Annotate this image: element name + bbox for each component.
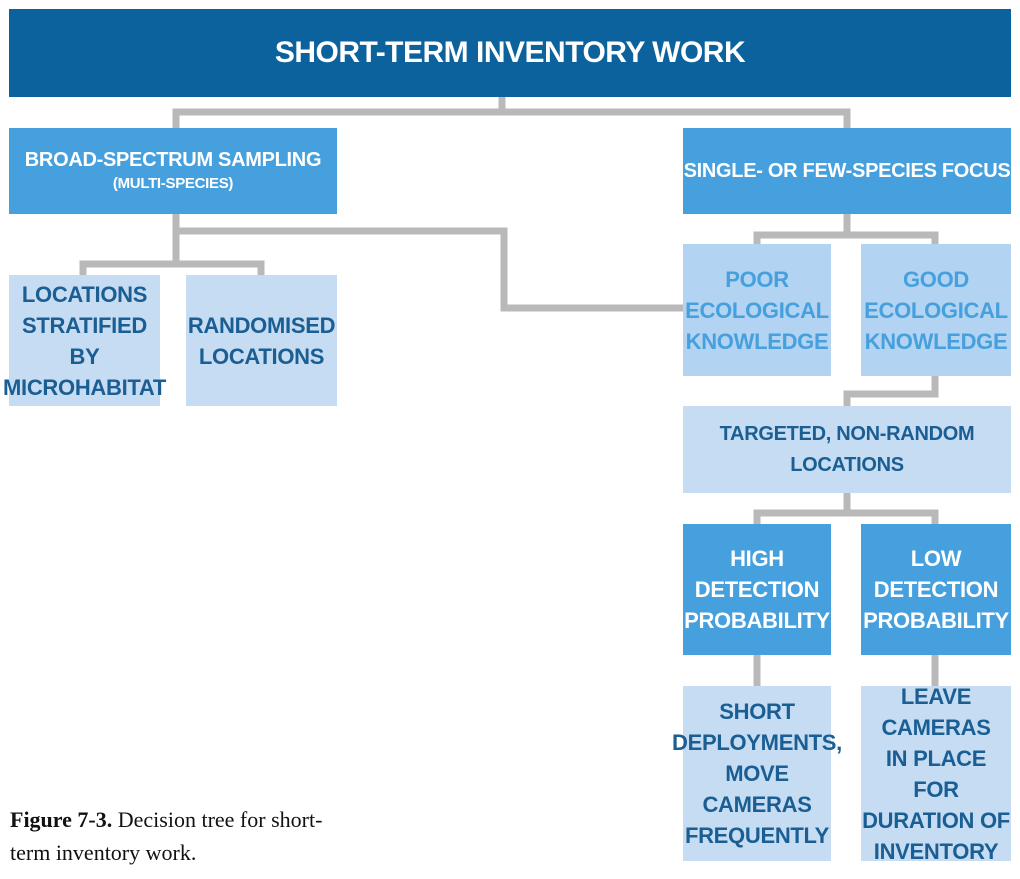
stratified-line-1: LOCATIONS — [21, 281, 148, 307]
targeted-locations-box: TARGETED, NON-RANDOM LOCATIONS — [683, 406, 1011, 493]
figure-caption: Figure 7-3. Decision tree for short-term… — [10, 803, 350, 869]
poor-knowledge-box: POOR ECOLOGICAL KNOWLEDGE — [683, 244, 831, 376]
connector-good-targeted — [843, 376, 939, 406]
good-line-3: KNOWLEDGE — [864, 328, 1008, 354]
leave-line-2: IN PLACE FOR — [885, 745, 987, 802]
low-line-1: LOW — [910, 546, 962, 571]
title-box: SHORT-TERM INVENTORY WORK — [9, 9, 1011, 97]
high-line-3: PROBABILITY — [684, 608, 830, 633]
page-title: SHORT-TERM INVENTORY WORK — [274, 36, 746, 69]
leave-line-3: DURATION OF — [862, 807, 1010, 833]
broad-spectrum-box: BROAD-SPECTRUM SAMPLING (MULTI-SPECIES) — [9, 128, 337, 214]
leave-cameras-box: LEAVE CAMERAS IN PLACE FOR DURATION OF I… — [861, 684, 1011, 864]
leave-line-4: INVENTORY — [873, 838, 999, 864]
connector-targeted-detection — [753, 493, 939, 524]
stratified-line-2: STRATIFIED BY — [22, 312, 147, 369]
randomised-line-1: RANDOMISED — [187, 312, 336, 338]
short-deployments-box: SHORT DEPLOYMENTS, MOVE CAMERAS FREQUENT… — [672, 686, 842, 861]
short-line-4: FREQUENTLY — [684, 823, 830, 848]
targeted-label: TARGETED, NON-RANDOM LOCATIONS — [719, 422, 975, 476]
leave-line-1: LEAVE CAMERAS — [881, 683, 991, 740]
randomised-line-2: LOCATIONS — [198, 343, 325, 369]
high-line-1: HIGH — [730, 546, 784, 571]
low-line-3: PROBABILITY — [863, 608, 1009, 633]
stratified-line-3: MICROHABITAT — [3, 374, 167, 400]
low-line-2: DETECTION — [873, 577, 999, 602]
stratified-locations-box: LOCATIONS STRATIFIED BY MICROHABITAT — [3, 275, 166, 406]
poor-line-3: KNOWLEDGE — [685, 328, 829, 354]
figure-caption-text: Decision tree for short-term inventory w… — [10, 807, 323, 865]
figure-label: Figure 7-3. — [10, 807, 113, 832]
connector-broad-children — [79, 214, 265, 275]
randomised-locations-box: RANDOMISED LOCATIONS — [186, 275, 337, 406]
short-line-2: DEPLOYMENTS, — [672, 730, 842, 755]
good-line-2: ECOLOGICAL — [864, 297, 1008, 323]
broad-spectrum-label: BROAD-SPECTRUM SAMPLING — [24, 149, 322, 171]
single-species-label: SINGLE- OR FEW-SPECIES FOCUS — [683, 159, 1011, 182]
single-species-box: SINGLE- OR FEW-SPECIES FOCUS — [683, 128, 1011, 214]
good-knowledge-box: GOOD ECOLOGICAL KNOWLEDGE — [861, 244, 1011, 376]
short-line-1: SHORT — [719, 699, 795, 724]
short-line-3: MOVE CAMERAS — [702, 761, 812, 817]
high-line-2: DETECTION — [694, 577, 820, 602]
low-detection-box: LOW DETECTION PROBABILITY — [861, 524, 1011, 655]
broad-spectrum-sublabel: (MULTI-SPECIES) — [112, 175, 234, 192]
high-detection-box: HIGH DETECTION PROBABILITY — [683, 524, 831, 655]
connector-broad-to-poor — [176, 227, 683, 312]
poor-line-1: POOR — [725, 266, 789, 292]
connector-title-branches — [172, 97, 851, 128]
poor-line-2: ECOLOGICAL — [685, 297, 829, 323]
good-line-1: GOOD — [902, 266, 970, 292]
connector-single-knowledge — [753, 214, 939, 244]
